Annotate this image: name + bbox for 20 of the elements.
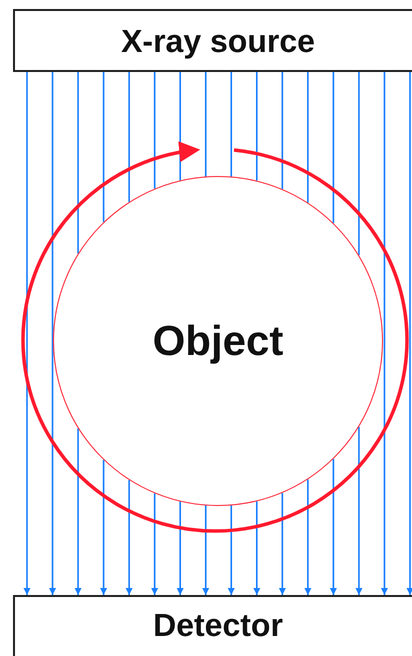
x-ray-arrow xyxy=(380,72,388,595)
x-ray-arrow xyxy=(355,426,363,595)
x-ray-arrow xyxy=(406,72,412,595)
x-ray-arrow xyxy=(100,460,108,595)
x-ray-arrow xyxy=(278,492,286,595)
node-label: X-ray source xyxy=(121,24,315,56)
x-ray-arrow xyxy=(176,502,184,595)
x-ray-arrow xyxy=(228,505,235,595)
x-ray-arrow xyxy=(304,479,312,595)
x-ray-arrow xyxy=(126,480,133,595)
x-ray-arrow xyxy=(151,493,158,595)
source-box xyxy=(13,9,412,72)
node-label: Detector xyxy=(153,609,283,641)
x-ray-arrow xyxy=(48,72,56,595)
x-ray-arrow xyxy=(74,428,82,595)
x-ray-arrow xyxy=(202,506,210,595)
x-ray-arrow xyxy=(330,458,337,595)
detector-box xyxy=(13,595,412,656)
x-ray-arrow xyxy=(23,72,31,595)
x-ray-arrow xyxy=(253,501,260,595)
